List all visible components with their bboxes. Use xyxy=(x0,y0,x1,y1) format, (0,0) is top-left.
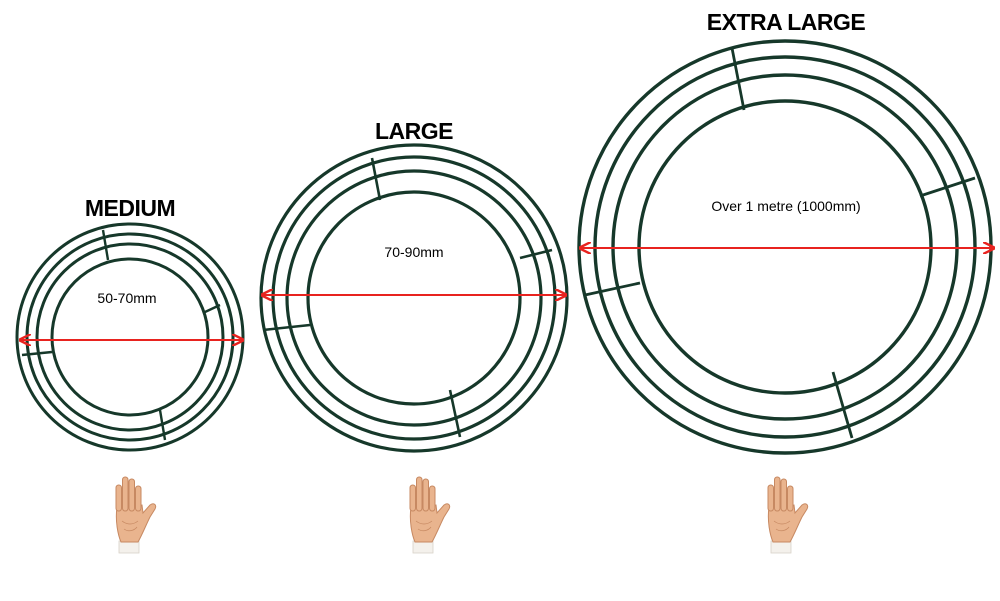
medium-ring-2 xyxy=(25,232,235,442)
large-ring-3 xyxy=(285,169,543,427)
extra-large-wire-struts xyxy=(584,47,976,439)
large-hand-icon xyxy=(409,476,451,554)
wreath-medium: MEDIUM 50-70mm xyxy=(15,195,245,554)
wreath-extra-large: EXTRA LARGE Over 1 metre (1000mm) xyxy=(577,9,994,554)
medium-ring-3 xyxy=(35,242,225,432)
medium-hand-icon xyxy=(115,476,157,554)
large-ring-2 xyxy=(271,155,557,441)
wreath-large: LARGE 70-90mm xyxy=(259,118,569,554)
medium-size-range: 50-70mm xyxy=(97,290,156,306)
large-wire-struts xyxy=(262,157,553,438)
large-ring-inner xyxy=(306,190,522,406)
medium-wire-frame xyxy=(15,222,245,452)
extra-large-size-range: Over 1 metre (1000mm) xyxy=(711,198,860,214)
medium-title: MEDIUM xyxy=(85,195,175,221)
extra-large-hand-icon xyxy=(767,476,809,554)
medium-wire-struts xyxy=(21,229,221,441)
large-size-range: 70-90mm xyxy=(384,244,443,260)
large-wire-frame xyxy=(259,143,569,453)
extra-large-title: EXTRA LARGE xyxy=(707,9,866,35)
medium-ring-inner xyxy=(50,257,210,417)
large-title: LARGE xyxy=(375,118,453,144)
